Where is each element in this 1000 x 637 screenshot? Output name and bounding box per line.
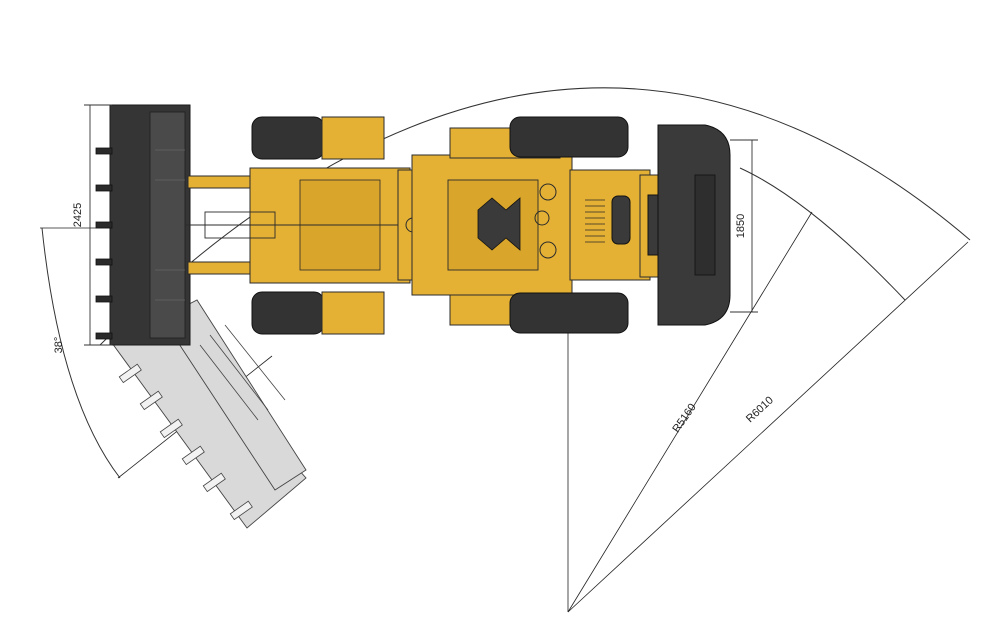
front-tires xyxy=(251,116,385,335)
radius-line-r5160 xyxy=(567,211,813,613)
articulation-angle-label: 38° xyxy=(53,337,65,354)
bucket-width-dimension xyxy=(84,104,112,346)
rear-width-label: 1850 xyxy=(735,214,747,238)
rear-tires xyxy=(509,116,629,334)
outer-turning-arc xyxy=(99,87,971,346)
front-frame xyxy=(185,167,411,284)
turning-radius-outer-label: R6010 xyxy=(744,394,776,425)
rear-width-dimension xyxy=(730,139,758,313)
inner-turning-arc xyxy=(739,167,906,301)
counterweight xyxy=(657,124,731,326)
radius-line-r6010 xyxy=(567,241,969,613)
rear-frame xyxy=(411,127,706,326)
turning-radius-inner-label: R5160 xyxy=(670,402,698,435)
bucket-width-label: 2425 xyxy=(72,203,84,227)
turning-geometry xyxy=(40,87,971,613)
front-bucket xyxy=(95,104,191,346)
bucket-angle-arc xyxy=(41,227,121,479)
